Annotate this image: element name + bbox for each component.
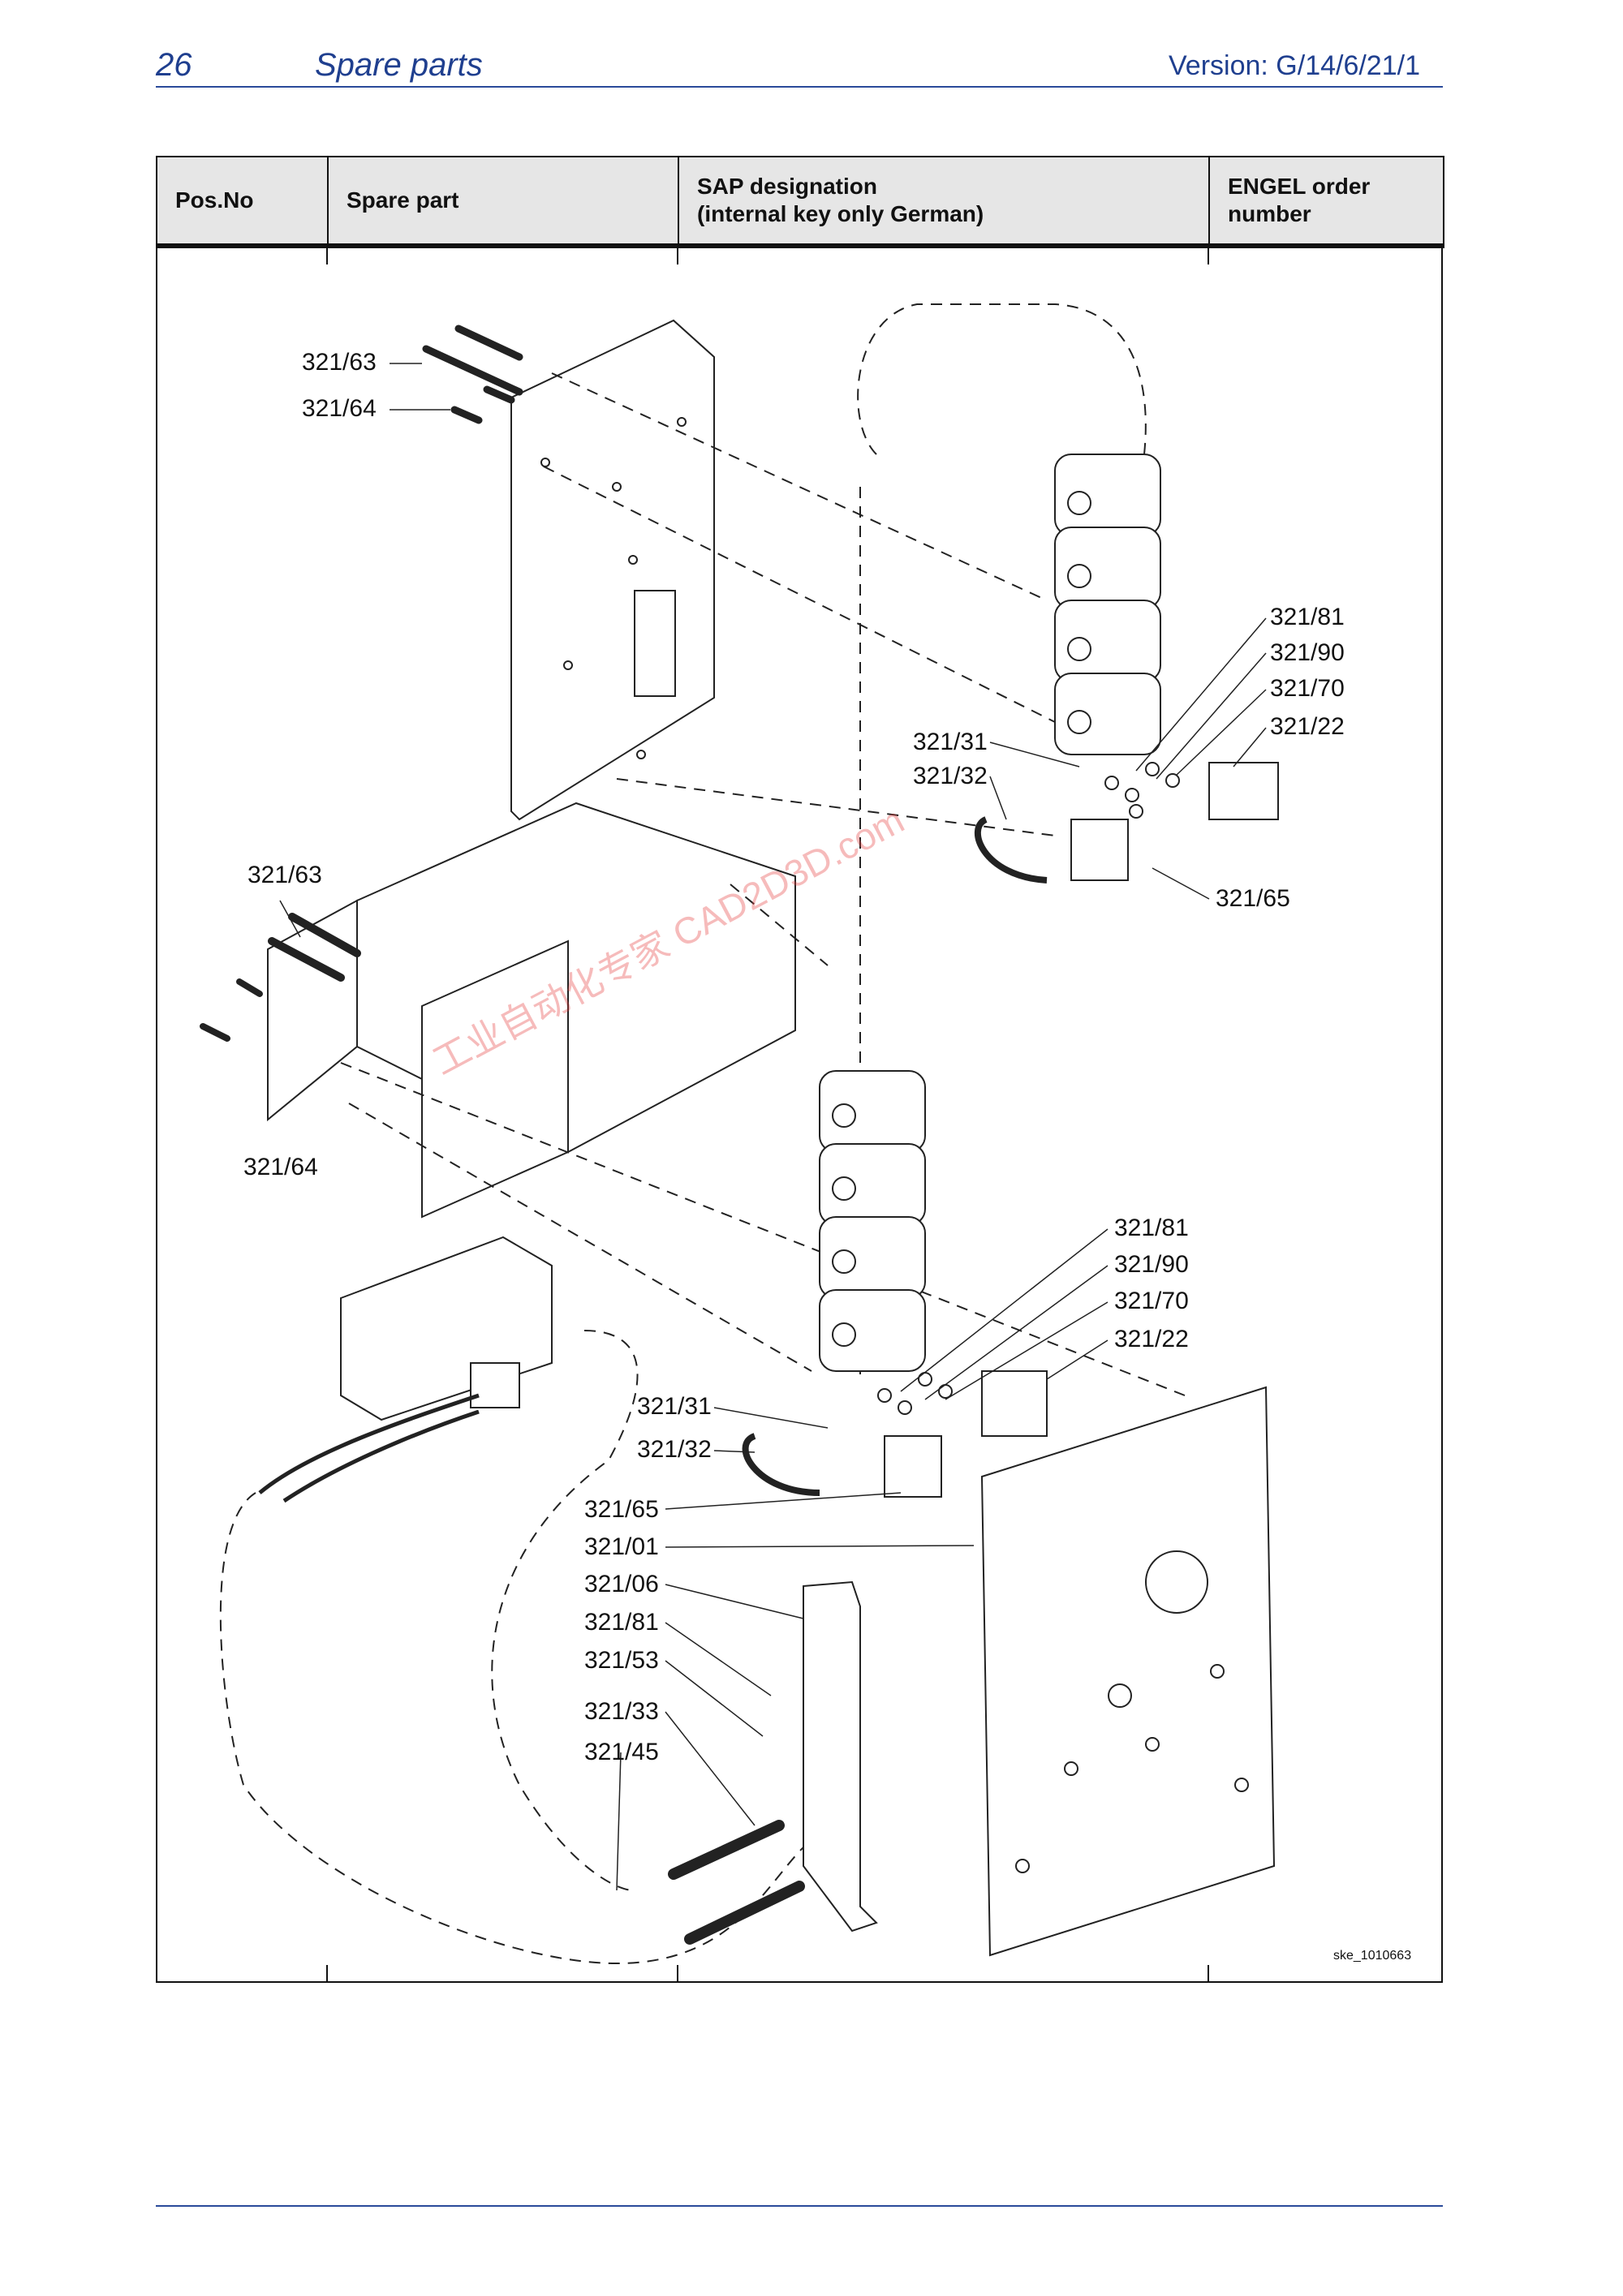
callout-label: 321/64 <box>302 395 377 422</box>
callout-label: 321/65 <box>584 1496 659 1523</box>
drawing-id: ske_1010663 <box>1333 1949 1412 1963</box>
header-rule <box>156 86 1443 88</box>
callout-label: 321/06 <box>584 1571 659 1597</box>
footer-rule <box>156 2205 1443 2207</box>
drawing-frame <box>156 245 1443 1983</box>
callout-label: 321/63 <box>302 349 377 376</box>
column-tick <box>677 247 678 264</box>
bolt <box>450 406 483 424</box>
callout-label: 321/53 <box>584 1647 659 1674</box>
callout-label: 321/70 <box>1114 1288 1189 1314</box>
column-tick <box>677 1965 678 1983</box>
page-number: 26 <box>156 47 192 83</box>
base-plate <box>980 1386 1276 1957</box>
column-tick <box>326 1965 328 1983</box>
table-header-row: Pos.No Spare part SAP designation (inter… <box>156 156 1444 248</box>
bolt <box>422 345 523 396</box>
callout-label: 321/90 <box>1114 1251 1189 1278</box>
callout-label: 321/01 <box>584 1533 659 1560</box>
plate-cutout <box>634 590 676 697</box>
clamp-plate <box>1208 762 1279 820</box>
col-header-engel-order-number: ENGEL order number <box>1208 156 1444 248</box>
cable-tie <box>974 816 1048 884</box>
callout-label: 321/32 <box>637 1436 712 1463</box>
callout-label: 321/33 <box>584 1698 659 1725</box>
mounting-plate <box>510 319 715 821</box>
callout-label: 321/32 <box>913 763 988 789</box>
chain-path <box>857 303 1147 455</box>
callout-label: 321/31 <box>637 1393 712 1420</box>
callout-label: 321/81 <box>584 1609 659 1636</box>
callout-label: 321/70 <box>1270 675 1345 702</box>
strain-relief-comb <box>1070 819 1129 881</box>
callout-label: 321/31 <box>913 729 988 755</box>
section-title: Spare parts <box>315 47 483 83</box>
column-tick <box>326 247 328 264</box>
callout-label: 321/45 <box>584 1739 659 1765</box>
col-header-sap-designation: SAP designation (internal key only Germa… <box>678 156 1210 248</box>
callout-label: 321/22 <box>1114 1326 1189 1352</box>
version-label: Version: G/14/6/21/1 <box>1169 50 1420 81</box>
bolt <box>454 325 523 361</box>
callout-label: 321/22 <box>1270 713 1345 740</box>
callout-label: 321/90 <box>1270 639 1345 666</box>
callout-label: 321/81 <box>1114 1215 1189 1241</box>
sensor-bracket <box>803 1580 878 1933</box>
col-header-spare-part: Spare part <box>327 156 679 248</box>
callout-label: 321/65 <box>1216 885 1290 912</box>
cable-chain-lower <box>819 1070 926 1372</box>
clamp-plate-lower <box>981 1370 1048 1437</box>
column-tick <box>1208 247 1209 264</box>
column-tick <box>1208 1965 1209 1983</box>
spare-parts-table: Pos.No Spare part SAP designation (inter… <box>156 156 1444 248</box>
callout-label: 321/64 <box>243 1154 318 1180</box>
cable-chain-upper <box>1054 454 1161 755</box>
callout-label: 321/63 <box>248 862 322 888</box>
col-header-pos-no: Pos.No <box>156 156 329 248</box>
callout-label: 321/81 <box>1270 604 1345 630</box>
bolt <box>483 385 515 404</box>
